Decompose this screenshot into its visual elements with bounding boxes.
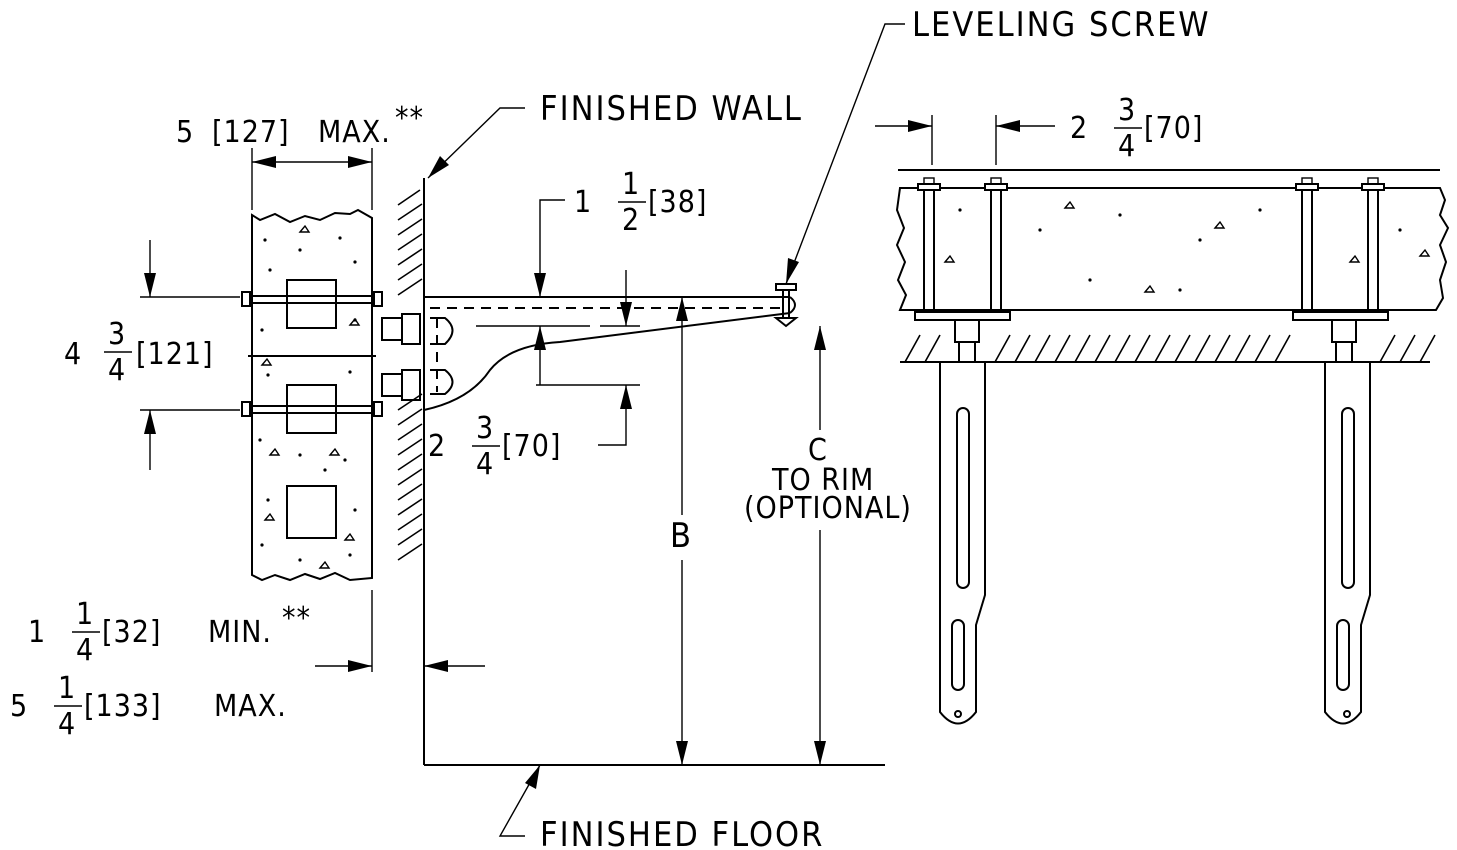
dim-c-label: C: [808, 433, 828, 468]
leveling-screw-label: LEVELING SCREW: [912, 5, 1211, 45]
svg-text:4: 4: [76, 633, 93, 668]
svg-text:1: 1: [28, 615, 46, 650]
dim-carrier-spacing: 2 3 4 [70]: [1070, 93, 1203, 164]
dim-min-gap: 1 1 4 [32] MIN. **: [28, 597, 311, 668]
svg-text:[121]: [121]: [136, 337, 214, 372]
svg-text:[127]: [127]: [212, 115, 290, 150]
svg-text:3: 3: [108, 317, 125, 352]
svg-text:4: 4: [58, 707, 75, 742]
svg-text:**: **: [282, 601, 311, 636]
dim-top-offset: 1 1 2 [38]: [574, 167, 707, 238]
support-bracket: [423, 283, 799, 411]
dim-bolt-spacing: 4 3 4 [121]: [64, 317, 214, 388]
svg-text:[70]: [70]: [1144, 111, 1203, 146]
svg-text:5: 5: [10, 689, 28, 724]
svg-text:[70]: [70]: [502, 429, 561, 464]
svg-text:4: 4: [64, 337, 82, 372]
svg-text:2: 2: [428, 429, 446, 464]
svg-text:4: 4: [1118, 129, 1135, 164]
front-elevation: [895, 169, 1450, 725]
svg-text:**: **: [395, 101, 424, 136]
svg-text:3: 3: [476, 411, 493, 446]
svg-text:4: 4: [476, 447, 493, 482]
svg-text:[133]: [133]: [84, 689, 162, 724]
to-rim-label: TO RIM: [771, 463, 874, 498]
svg-text:MIN.: MIN.: [208, 615, 272, 650]
finished-wall-label: FINISHED WALL: [540, 89, 803, 129]
wall-section: [241, 178, 425, 765]
wall-hatch: [397, 189, 423, 561]
dimension-lines: [140, 23, 1055, 837]
svg-text:MAX.: MAX.: [318, 115, 391, 150]
dim-bracket-depth: 2 3 4 [70]: [428, 411, 561, 482]
svg-text:1: 1: [76, 597, 93, 632]
svg-text:1: 1: [574, 185, 592, 220]
optional-label: (OPTIONAL): [744, 491, 912, 526]
aggregate: [258, 224, 361, 569]
svg-text:1: 1: [622, 167, 639, 202]
dim-wall-max: 5 [127] MAX. **: [176, 101, 424, 150]
dim-max-gap: 5 1 4 [133] MAX.: [10, 671, 287, 742]
annotations: LEVELING SCREW FINISHED WALL FINISHED FL…: [10, 5, 1211, 850]
svg-text:3: 3: [1118, 93, 1135, 128]
svg-text:[32]: [32]: [102, 615, 161, 650]
svg-text:1: 1: [58, 671, 75, 706]
dim-b-label: B: [670, 516, 693, 556]
finished-floor-label: FINISHED FLOOR: [540, 815, 824, 850]
svg-text:5: 5: [176, 115, 194, 150]
svg-text:2: 2: [622, 203, 639, 238]
svg-text:[38]: [38]: [648, 185, 707, 220]
svg-text:MAX.: MAX.: [214, 689, 287, 724]
svg-text:4: 4: [108, 353, 125, 388]
svg-text:2: 2: [1070, 111, 1088, 146]
